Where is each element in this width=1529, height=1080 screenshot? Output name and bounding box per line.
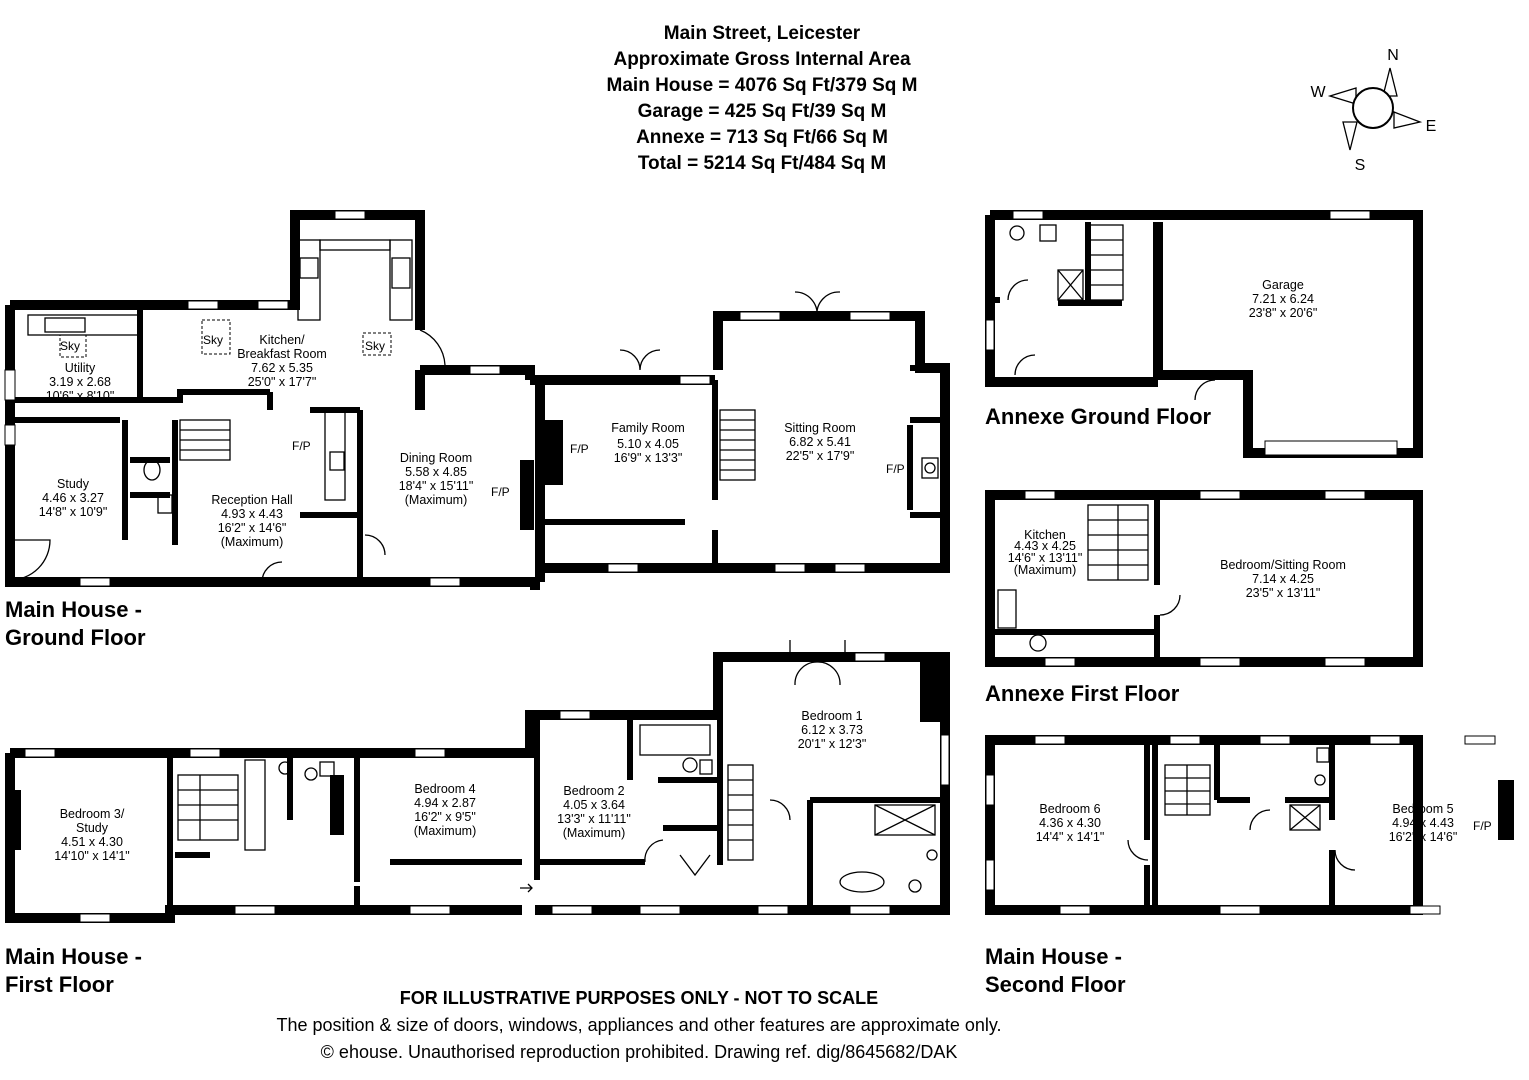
bedroom1-name: Bedroom 1 xyxy=(801,709,862,723)
family-imperial: 16'9" x 13'3" xyxy=(614,451,683,465)
footer-disclaimer: FOR ILLUSTRATIVE PURPOSES ONLY - NOT TO … xyxy=(400,988,878,1008)
kitchen-name-1: Kitchen/ xyxy=(259,333,305,347)
sky-label-3: Sky xyxy=(365,339,385,353)
reception-max: (Maximum) xyxy=(221,535,284,549)
dining-max: (Maximum) xyxy=(405,493,468,507)
bedroom3-metric: 4.51 x 4.30 xyxy=(61,835,123,849)
dining-imperial: 18'4" x 15'11" xyxy=(399,479,474,493)
bedroom2-metric: 4.05 x 3.64 xyxy=(563,798,625,812)
compass-e: E xyxy=(1426,118,1437,135)
bedroom5-metric: 4.94 x 4.43 xyxy=(1392,816,1454,830)
reception-metric: 4.93 x 4.43 xyxy=(221,507,283,521)
footer-note: The position & size of doors, windows, a… xyxy=(276,1015,1001,1035)
annexe-kitchen-max: (Maximum) xyxy=(1014,563,1077,577)
bedroom1-metric: 6.12 x 3.73 xyxy=(801,723,863,737)
annexe-first-labels: Kitchen 4.43 x 4.25 14'6" x 13'11" (Maxi… xyxy=(1008,528,1346,600)
second-floor-label-1: Main House - xyxy=(985,944,1122,969)
bedroom4-metric: 4.94 x 2.87 xyxy=(414,796,476,810)
floor-labels: Main House - Ground Floor Annexe Ground … xyxy=(5,404,1212,997)
bedroom3-imperial: 14'10" x 14'1" xyxy=(54,849,130,863)
first-floor-labels: Bedroom 3/ Study 4.51 x 4.30 14'10" x 14… xyxy=(54,709,866,863)
bedroom5-imperial: 16'2" x 14'6" xyxy=(1389,830,1458,844)
fp-label-bedroom5: F/P xyxy=(1473,819,1492,833)
annexe-ground-plan xyxy=(985,210,1423,458)
reception-name: Reception Hall xyxy=(211,493,292,507)
footer: FOR ILLUSTRATIVE PURPOSES ONLY - NOT TO … xyxy=(276,988,1001,1062)
sky-label-2: Sky xyxy=(203,333,223,347)
annexe-ground-label: Annexe Ground Floor xyxy=(985,404,1212,429)
kitchen-imperial: 25'0" x 17'7" xyxy=(248,375,317,389)
annexe-first-plan xyxy=(985,490,1423,667)
bedroom-sitting-imperial: 23'5" x 13'11" xyxy=(1246,586,1321,600)
second-floor-label-2: Second Floor xyxy=(985,972,1126,997)
family-name: Family Room xyxy=(611,421,685,435)
bedroom-sitting-metric: 7.14 x 4.25 xyxy=(1252,572,1314,586)
bedroom3-name-1: Bedroom 3/ xyxy=(60,807,125,821)
second-floor-labels: Bedroom 6 4.36 x 4.30 14'4" x 14'1" Bedr… xyxy=(1036,802,1492,844)
ground-floor-label-1: Main House - xyxy=(5,597,142,622)
bedroom4-max: (Maximum) xyxy=(414,824,477,838)
header-line-3: Main House = 4076 Sq Ft/379 Sq M xyxy=(607,75,918,96)
header-line-6: Total = 5214 Sq Ft/484 Sq M xyxy=(638,153,886,174)
ground-floor-label-2: Ground Floor xyxy=(5,625,146,650)
bedroom6-metric: 4.36 x 4.30 xyxy=(1039,816,1101,830)
sitting-name: Sitting Room xyxy=(784,421,856,435)
first-floor-label-2: First Floor xyxy=(5,972,114,997)
first-floor-label-1: Main House - xyxy=(5,944,142,969)
ground-floor-plan xyxy=(4,210,950,590)
compass-s: S xyxy=(1355,157,1366,174)
compass-n: N xyxy=(1387,47,1399,64)
bedroom1-imperial: 20'1" x 12'3" xyxy=(798,737,867,751)
fp-label-hall: F/P xyxy=(292,439,311,453)
family-metric: 5.10 x 4.05 xyxy=(617,437,679,451)
annexe-first-label: Annexe First Floor xyxy=(985,681,1180,706)
bedroom2-imperial: 13'3" x 11'11" xyxy=(557,812,631,826)
study-name: Study xyxy=(57,477,90,491)
first-floor-plan xyxy=(5,640,1514,923)
annexe-kitchen-metric: 4.43 x 4.25 xyxy=(1014,539,1076,553)
dining-name: Dining Room xyxy=(400,451,472,465)
second-floor-plan xyxy=(985,735,1514,915)
bedroom2-max: (Maximum) xyxy=(563,826,626,840)
garage-name: Garage xyxy=(1262,278,1304,292)
kitchen-metric: 7.62 x 5.35 xyxy=(251,361,313,375)
header-line-5: Annexe = 713 Sq Ft/66 Sq M xyxy=(636,127,888,148)
bedroom4-name: Bedroom 4 xyxy=(414,782,475,796)
header-line-1: Main Street, Leicester xyxy=(664,23,861,44)
header-line-4: Garage = 425 Sq Ft/39 Sq M xyxy=(638,101,887,122)
header: Main Street, Leicester Approximate Gross… xyxy=(607,23,918,174)
bedroom5-name: Bedroom 5 xyxy=(1392,802,1453,816)
utility-metric: 3.19 x 2.68 xyxy=(49,375,111,389)
study-metric: 4.46 x 3.27 xyxy=(42,491,104,505)
utility-imperial: 10'6" x 8'10" xyxy=(46,389,115,403)
bedroom6-name: Bedroom 6 xyxy=(1039,802,1100,816)
kitchen-name-2: Breakfast Room xyxy=(237,347,327,361)
compass-w: W xyxy=(1310,84,1326,101)
annexe-kitchen-imperial: 14'6" x 13'11" xyxy=(1008,551,1083,565)
study-imperial: 14'8" x 10'9" xyxy=(39,505,108,519)
dining-metric: 5.58 x 4.85 xyxy=(405,465,467,479)
bedroom3-name-2: Study xyxy=(76,821,109,835)
garage-metric: 7.21 x 6.24 xyxy=(1252,292,1314,306)
ground-floor-labels: Sky Sky Sky Utility 3.19 x 2.68 10'6" x … xyxy=(39,333,905,549)
annexe-kitchen-name: Kitchen xyxy=(1024,528,1066,542)
annexe-ground-labels: Garage 7.21 x 6.24 23'8" x 20'6" xyxy=(1249,278,1318,320)
bedroom4-imperial: 16'2" x 9'5" xyxy=(414,810,476,824)
fp-label-sitting: F/P xyxy=(886,462,905,476)
footer-copyright: © ehouse. Unauthorised reproduction proh… xyxy=(321,1042,958,1062)
header-line-2: Approximate Gross Internal Area xyxy=(613,49,910,70)
bedroom2-name: Bedroom 2 xyxy=(563,784,624,798)
sitting-metric: 6.82 x 5.41 xyxy=(789,435,851,449)
sky-label-1: Sky xyxy=(60,339,80,353)
reception-imperial: 16'2" x 14'6" xyxy=(218,521,287,535)
utility-name: Utility xyxy=(65,361,96,375)
fp-label-dining: F/P xyxy=(491,485,510,499)
fp-label-family: F/P xyxy=(570,442,589,456)
bedroom-sitting-name: Bedroom/Sitting Room xyxy=(1220,558,1346,572)
bedroom6-imperial: 14'4" x 14'1" xyxy=(1036,830,1105,844)
compass-icon: N S E W xyxy=(1310,47,1436,174)
sitting-imperial: 22'5" x 17'9" xyxy=(786,449,855,463)
garage-imperial: 23'8" x 20'6" xyxy=(1249,306,1318,320)
